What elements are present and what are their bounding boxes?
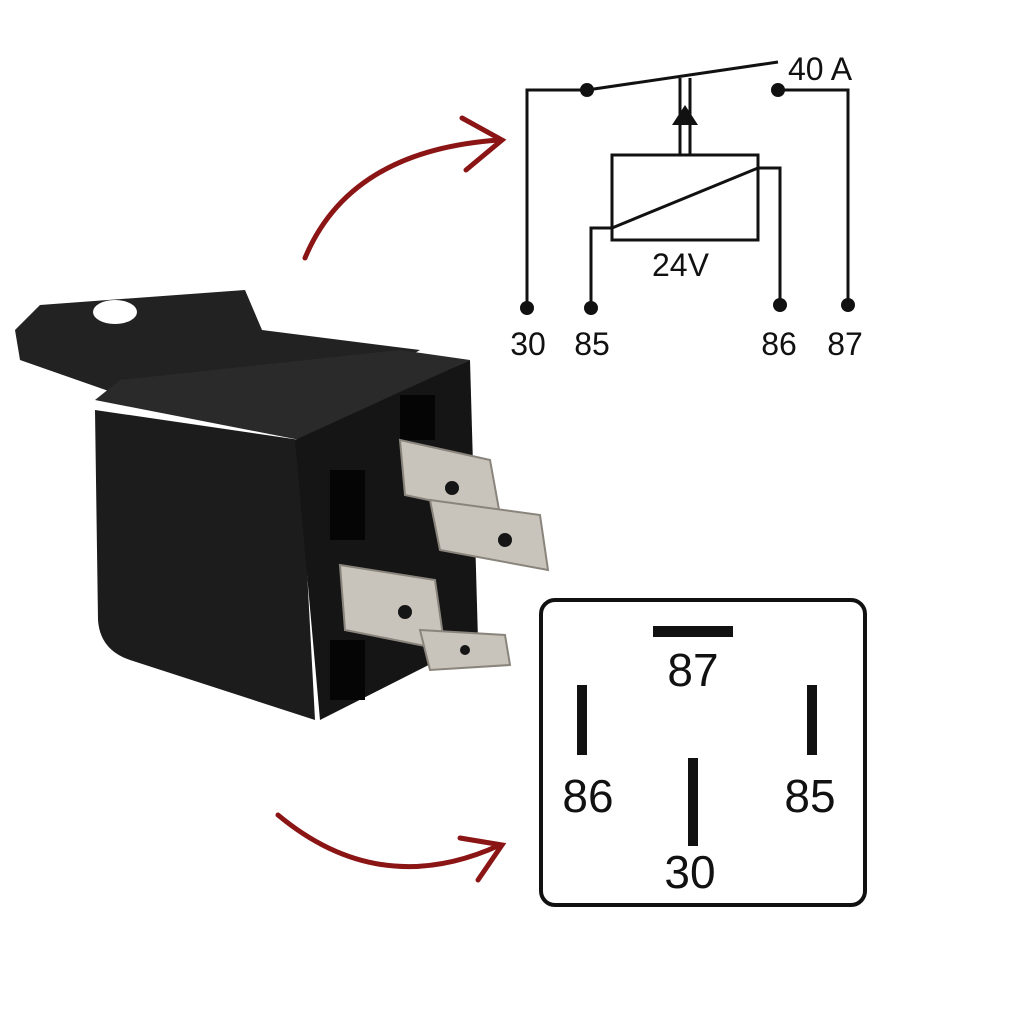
coil-box	[610, 153, 760, 242]
pin-label-87: 87	[827, 326, 863, 362]
pinout-frame	[539, 598, 867, 907]
relay-photo	[15, 290, 550, 720]
coil-voltage-label: 24V	[652, 247, 710, 283]
relay-top-face	[95, 350, 470, 440]
pin-30-bar	[688, 758, 698, 846]
pinout-label-87: 87	[667, 644, 718, 696]
terminal-85	[428, 498, 550, 572]
mounting-hole	[93, 300, 137, 324]
schematic-terminals	[520, 83, 855, 315]
relay-schematic	[525, 60, 850, 308]
pin-label-30: 30	[510, 326, 546, 362]
relay-side-face	[95, 410, 315, 720]
pin-86-bar	[577, 685, 587, 755]
pin-87-bar	[653, 626, 733, 637]
pinout-label-30: 30	[664, 846, 715, 898]
actuator-arrow-icon	[672, 105, 698, 125]
arrow-to-pinout	[275, 812, 507, 883]
pinout-label-85: 85	[784, 770, 835, 822]
arrow-to-schematic	[302, 115, 507, 261]
socket-slot	[330, 470, 365, 540]
switch-contact	[586, 60, 779, 92]
pin-85-bar	[807, 685, 817, 755]
pinout-label-86: 86	[562, 770, 613, 822]
current-rating-label: 40 A	[788, 51, 853, 87]
pin-label-85: 85	[574, 326, 610, 362]
socket-slot	[330, 640, 365, 700]
socket-slot	[400, 395, 435, 440]
pin-label-86: 86	[761, 326, 797, 362]
pinout-diagram	[539, 598, 867, 907]
